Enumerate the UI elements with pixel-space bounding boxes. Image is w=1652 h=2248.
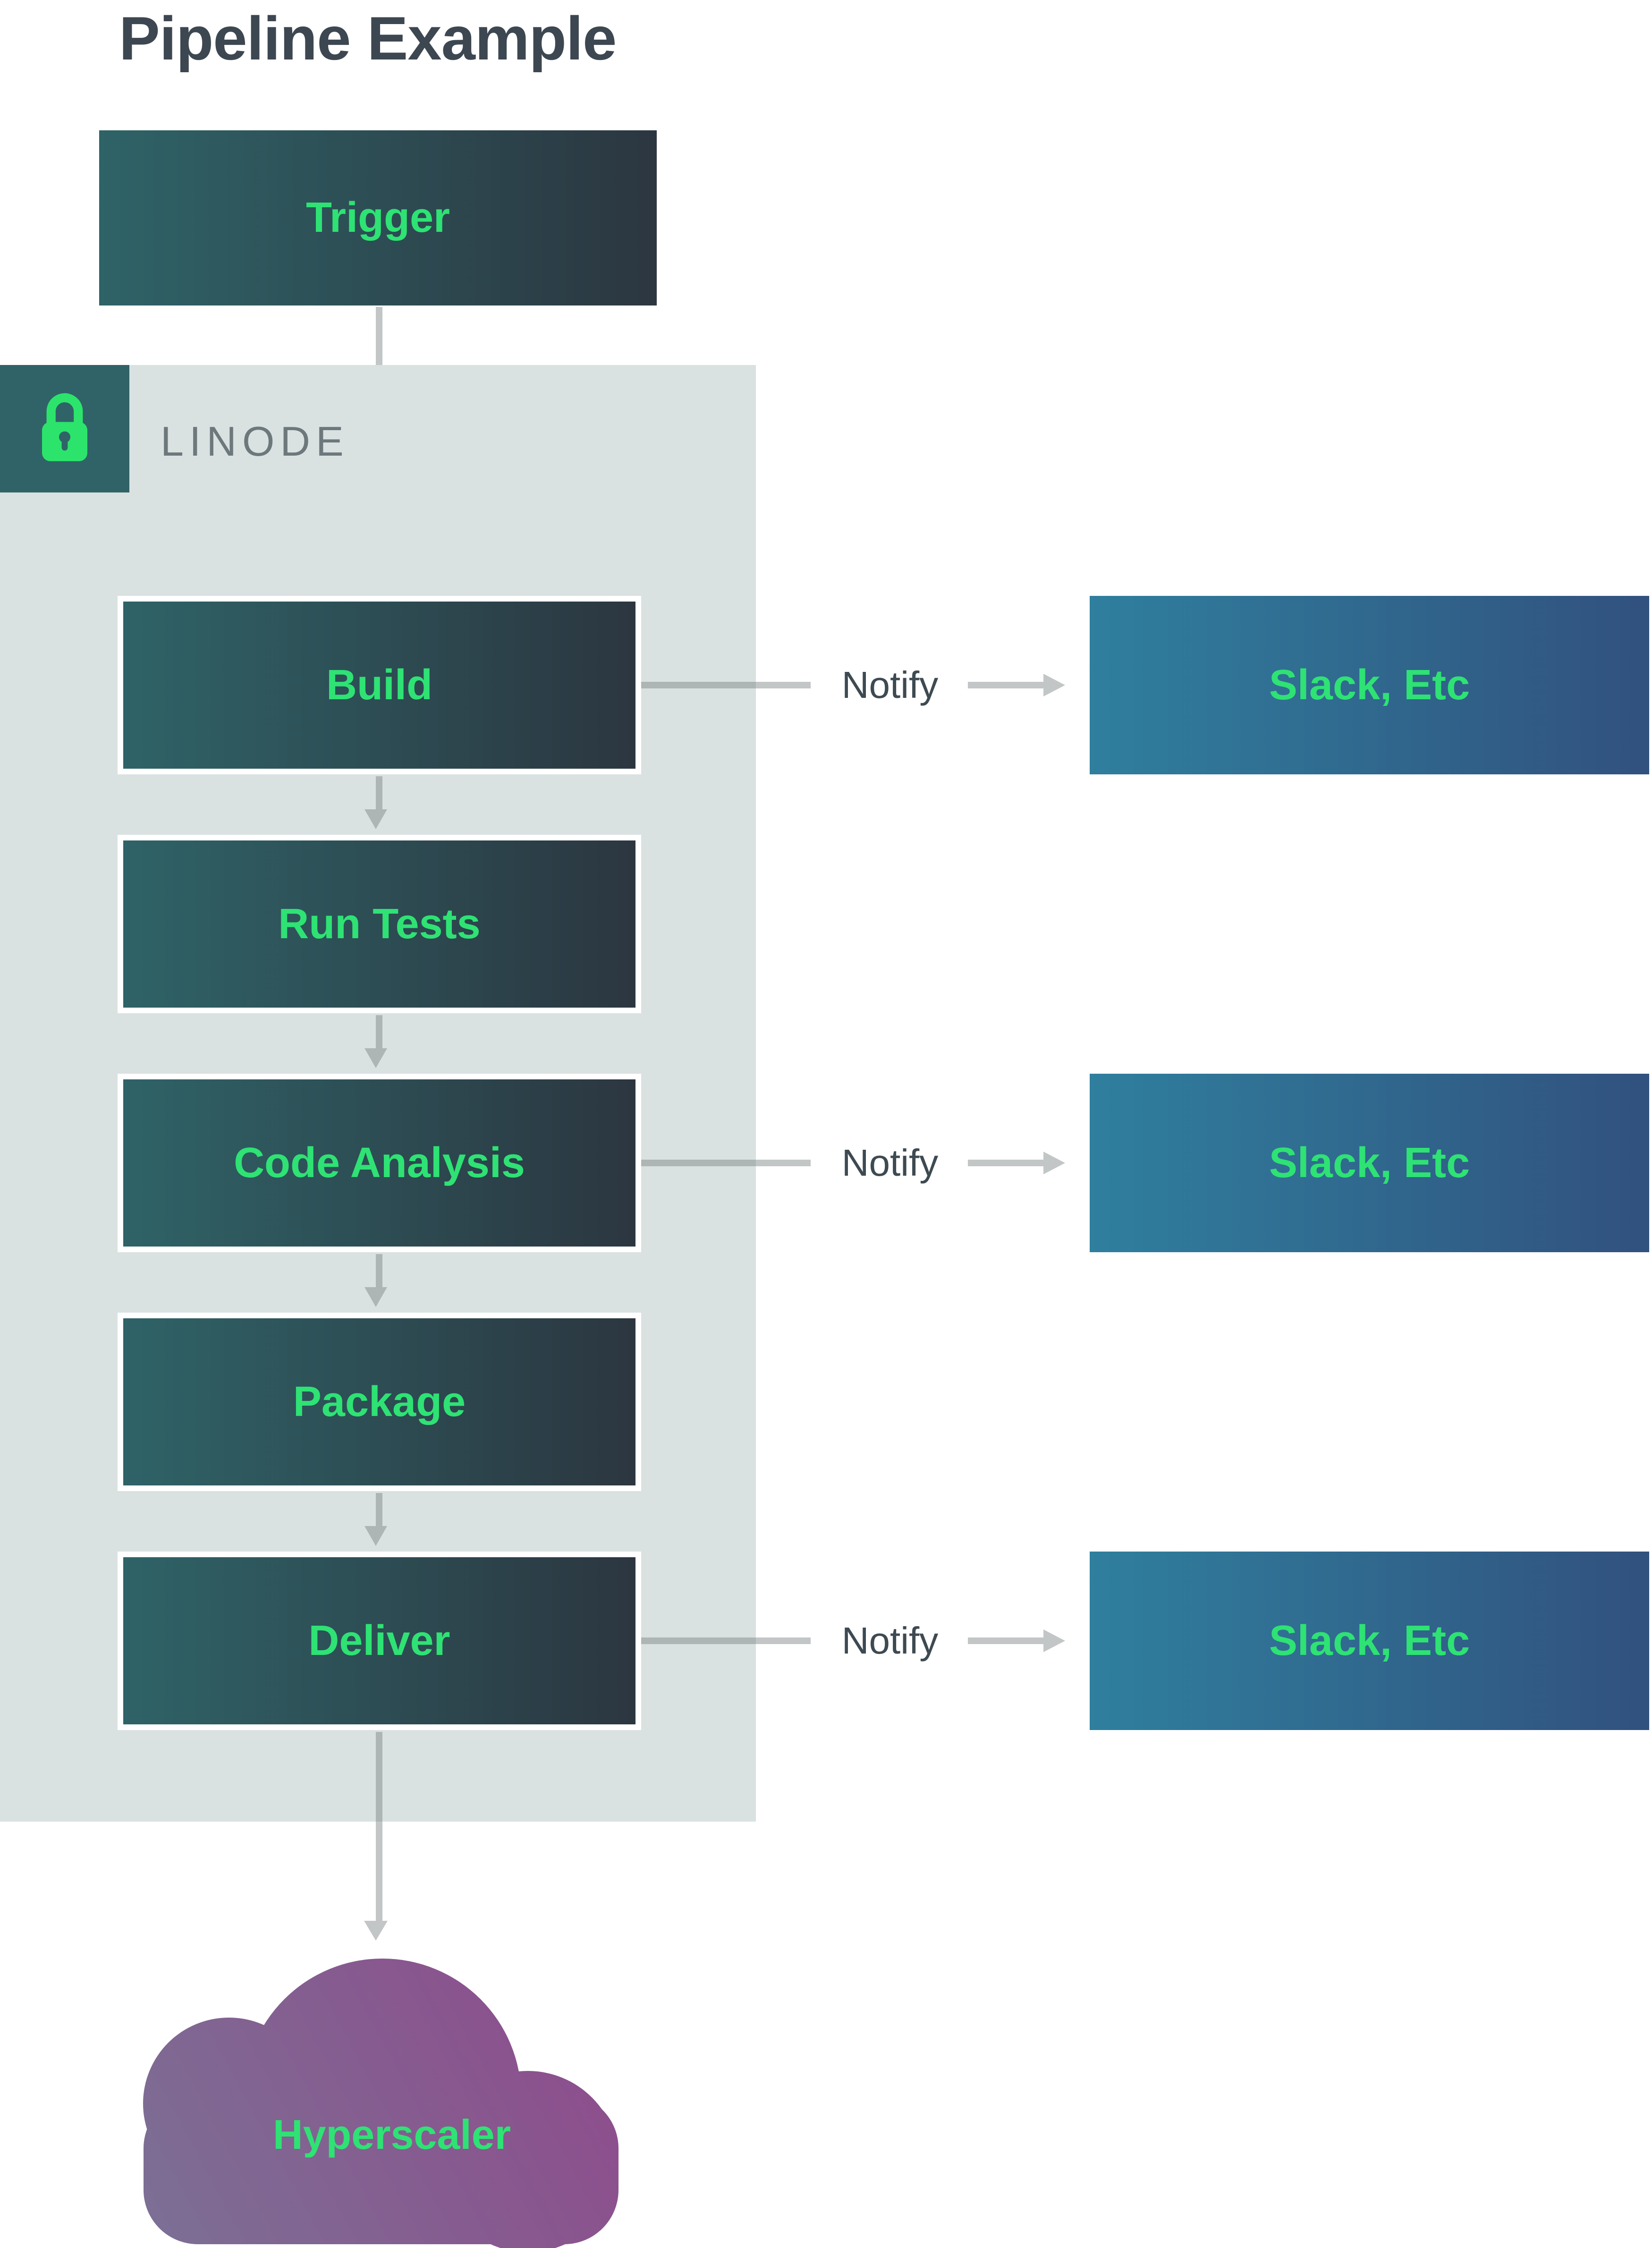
lock-icon xyxy=(42,393,87,461)
notify-label-build: Notify xyxy=(841,664,939,706)
notify-line-deliver xyxy=(641,1637,811,1644)
notify-arrow-build-stem xyxy=(968,682,1043,688)
notify-line-code-analysis xyxy=(641,1160,811,1166)
step-label-package: Package xyxy=(293,1378,466,1425)
slack-box-code-analysis: Slack, Etc xyxy=(1090,1074,1649,1252)
step-box-deliver: Deliver xyxy=(118,1552,641,1730)
arrow-build-to-run-tests-head xyxy=(364,809,387,829)
arrow-build-to-run-tests-stem xyxy=(376,776,382,809)
notify-arrow-code-analysis-head xyxy=(1043,1152,1065,1174)
linode-label: LINODE xyxy=(161,418,349,465)
slack-box-build: Slack, Etc xyxy=(1090,596,1649,774)
notify-label-code-analysis: Notify xyxy=(841,1142,939,1184)
notify-arrow-deliver-stem xyxy=(968,1637,1043,1644)
step-label-run-tests: Run Tests xyxy=(278,900,481,948)
cloud-shape xyxy=(143,1959,618,2248)
arrow-package-to-deliver-head xyxy=(364,1526,387,1546)
trigger-label: Trigger xyxy=(305,194,450,241)
arrow-deliver-to-cloud-stem xyxy=(376,1732,382,1921)
slack-label-deliver: Slack, Etc xyxy=(1269,1617,1470,1664)
arrow-deliver-to-cloud-head xyxy=(364,1921,388,1941)
notify-line-build xyxy=(641,682,811,688)
step-label-code-analysis: Code Analysis xyxy=(234,1139,525,1187)
slack-box-deliver: Slack, Etc xyxy=(1090,1552,1649,1730)
notify-label-deliver: Notify xyxy=(841,1620,939,1662)
slack-label-build: Slack, Etc xyxy=(1269,661,1470,709)
arrow-code-analysis-to-package-head xyxy=(364,1287,387,1307)
lock-tile xyxy=(0,365,129,492)
step-box-code-analysis: Code Analysis xyxy=(118,1074,641,1252)
arrow-package-to-deliver-stem xyxy=(376,1493,382,1526)
notify-arrow-code-analysis-stem xyxy=(968,1160,1043,1166)
step-label-deliver: Deliver xyxy=(308,1617,450,1664)
notify-arrow-build-head xyxy=(1043,674,1065,696)
step-box-build: Build xyxy=(118,596,641,774)
step-box-package: Package xyxy=(118,1313,641,1491)
arrow-code-analysis-to-package-stem xyxy=(376,1254,382,1287)
trigger-box: Trigger xyxy=(99,130,657,305)
arrow-run-tests-to-code-analysis-head xyxy=(364,1048,387,1068)
step-box-run-tests: Run Tests xyxy=(118,835,641,1013)
slack-label-code-analysis: Slack, Etc xyxy=(1269,1139,1470,1187)
step-label-build: Build xyxy=(326,661,432,709)
arrow-run-tests-to-code-analysis-stem xyxy=(376,1015,382,1048)
cloud-label: Hyperscaler xyxy=(273,2111,511,2158)
notify-arrow-deliver-head xyxy=(1043,1629,1065,1652)
page-title: Pipeline Example xyxy=(119,4,617,73)
